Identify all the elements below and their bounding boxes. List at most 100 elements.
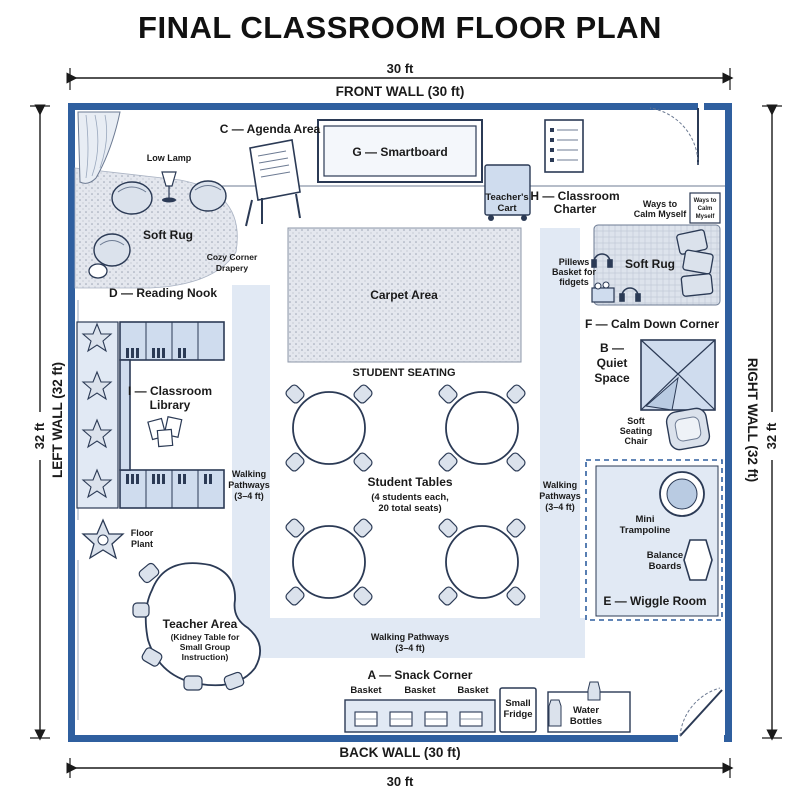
library-label-2: Library: [150, 398, 191, 412]
chair[interactable]: [505, 383, 526, 404]
teacher-area-label-3: Small Group: [180, 642, 231, 652]
balance-label-1: Balance: [647, 550, 683, 561]
soft-chair-label-1: Soft: [627, 416, 645, 426]
dimension-bottom: 30 ft: [66, 758, 734, 789]
ways-sign-1: Ways to: [694, 198, 717, 204]
soft-chair-label-3: Chair: [624, 436, 648, 446]
snack-corner[interactable]: A — Snack Corner Basket Basket Basket: [344, 668, 496, 733]
trampoline-label-2: Trampoline: [620, 525, 671, 536]
carpet-area[interactable]: Carpet Area: [287, 227, 522, 363]
pathway-labels: Walking Pathways (3–4 ft) Walking Pathwa…: [228, 469, 581, 653]
soft-seating-chair[interactable]: Soft Seating Chair: [620, 407, 711, 451]
left-wall-label: LEFT WALL (32 ft): [50, 362, 65, 478]
small-basket: [88, 263, 108, 279]
walking-pathways: [215, 228, 585, 658]
chair[interactable]: [505, 517, 526, 538]
teachers-cart[interactable]: Teacher's Cart: [484, 164, 531, 221]
headphones-icon: [591, 253, 641, 302]
table-top: [445, 391, 519, 465]
floor-plant-label-2: Plant: [131, 539, 153, 549]
smartboard[interactable]: G — Smartboard: [317, 119, 483, 183]
door-front-right[interactable]: [649, 107, 699, 166]
student-tables-text: Student Tables (4 students each, 20 tota…: [367, 475, 452, 514]
round-table[interactable]: [437, 517, 526, 606]
dimension-bottom-label: 30 ft: [387, 774, 414, 789]
student-tables-label-1: Student Tables: [367, 475, 452, 489]
walk-left-2: Pathways: [228, 480, 270, 490]
teachers-cart-label-2: Cart: [497, 203, 517, 214]
fidget-basket-icon: [591, 281, 615, 303]
ways-to-calm: Ways to Calm Myself Ways to Calm Myself: [634, 192, 721, 224]
table-top: [292, 391, 366, 465]
ways-to-calm-label-2: Calm Myself: [634, 209, 688, 219]
chair[interactable]: [437, 383, 458, 404]
books-icon: [147, 416, 183, 448]
pillows-label-2: Basket for: [552, 267, 597, 277]
table-top: [445, 525, 519, 599]
calm-down-corner[interactable]: Soft Rug Pillews Basket for fidgets F — …: [552, 224, 721, 331]
soft-rug-left-label: Soft Rug: [143, 228, 193, 242]
chair[interactable]: [352, 517, 373, 538]
dimension-top-label: 30 ft: [387, 61, 414, 76]
carpet-area-label: Carpet Area: [370, 288, 438, 302]
chair[interactable]: [352, 383, 373, 404]
ways-to-calm-label-1: Ways to: [643, 199, 678, 209]
small-fridge[interactable]: Small Fridge: [499, 687, 537, 733]
balance-board-icon: [683, 539, 713, 581]
chair[interactable]: [352, 451, 373, 472]
soft-chair-label-2: Seating: [620, 426, 653, 436]
chair[interactable]: [437, 451, 458, 472]
chair[interactable]: [505, 451, 526, 472]
dimension-left-label: 32 ft: [32, 422, 47, 449]
ways-sign-3: Myself: [696, 214, 716, 220]
quiet-space[interactable]: B — Quiet Space: [594, 339, 716, 411]
chair[interactable]: [437, 585, 458, 606]
chair[interactable]: [437, 517, 458, 538]
bean-bag-1[interactable]: [111, 181, 153, 215]
lamp-icon: [161, 171, 177, 203]
pillows-label-3: fidgets: [559, 277, 589, 287]
library-label-1: I — Classroom: [128, 384, 212, 398]
water-bottles[interactable]: Water Bottles: [547, 681, 631, 733]
chair[interactable]: [284, 585, 305, 606]
ways-sign-2: Calm: [698, 206, 713, 212]
trampoline-icon: [659, 471, 705, 517]
student-tables[interactable]: [284, 383, 526, 606]
bean-bag-3[interactable]: [93, 233, 131, 267]
teacher-area[interactable]: Teacher Area (Kidney Table for Small Gro…: [132, 562, 262, 691]
classroom-charter[interactable]: H — Classroom Charter: [530, 119, 620, 216]
wiggle-room[interactable]: Mini Trampoline Balance Boards E — Wiggl…: [585, 459, 723, 621]
teacher-area-label-1: Teacher Area: [163, 617, 238, 631]
basket-label-2: Basket: [404, 685, 436, 696]
cozy-corner-label-2: Drapery: [216, 263, 248, 273]
quiet-space-label-1: B —: [600, 341, 624, 355]
bean-bag-2[interactable]: [189, 180, 227, 212]
snack-corner-label: A — Snack Corner: [368, 668, 473, 682]
round-table[interactable]: [284, 517, 373, 606]
classroom-library[interactable]: I — Classroom Library: [76, 321, 225, 509]
teacher-area-label-4: Instruction): [182, 652, 229, 662]
walk-left-3: (3–4 ft): [234, 491, 264, 501]
front-wall-label: FRONT WALL (30 ft): [336, 84, 465, 99]
teacher-area-label-2: (Kidney Table for: [171, 632, 240, 642]
agenda-area-label: C — Agenda Area: [220, 122, 321, 136]
chair[interactable]: [284, 451, 305, 472]
agenda-area[interactable]: C — Agenda Area: [220, 122, 321, 227]
door-back-right[interactable]: [679, 687, 723, 737]
reading-nook[interactable]: Low Lamp Soft Rug Cozy Corner Drapery D …: [74, 111, 258, 300]
student-seating-label: STUDENT SEATING: [352, 367, 455, 379]
trampoline-label-1: Mini: [636, 514, 655, 525]
soft-rug-right-label: Soft Rug: [625, 257, 675, 271]
chair[interactable]: [284, 383, 305, 404]
round-table[interactable]: [284, 383, 373, 472]
walk-left-1: Walking: [232, 469, 266, 479]
chair[interactable]: [284, 517, 305, 538]
dimension-right-label: 32 ft: [764, 422, 779, 449]
chair[interactable]: [505, 585, 526, 606]
dimension-left: 32 ft: [30, 104, 50, 741]
wall-labels: FRONT WALL (30 ft) BACK WALL (30 ft) LEF…: [50, 82, 760, 762]
student-tables-label-2: (4 students each,: [371, 492, 449, 503]
chair[interactable]: [352, 585, 373, 606]
round-table[interactable]: [437, 383, 526, 472]
